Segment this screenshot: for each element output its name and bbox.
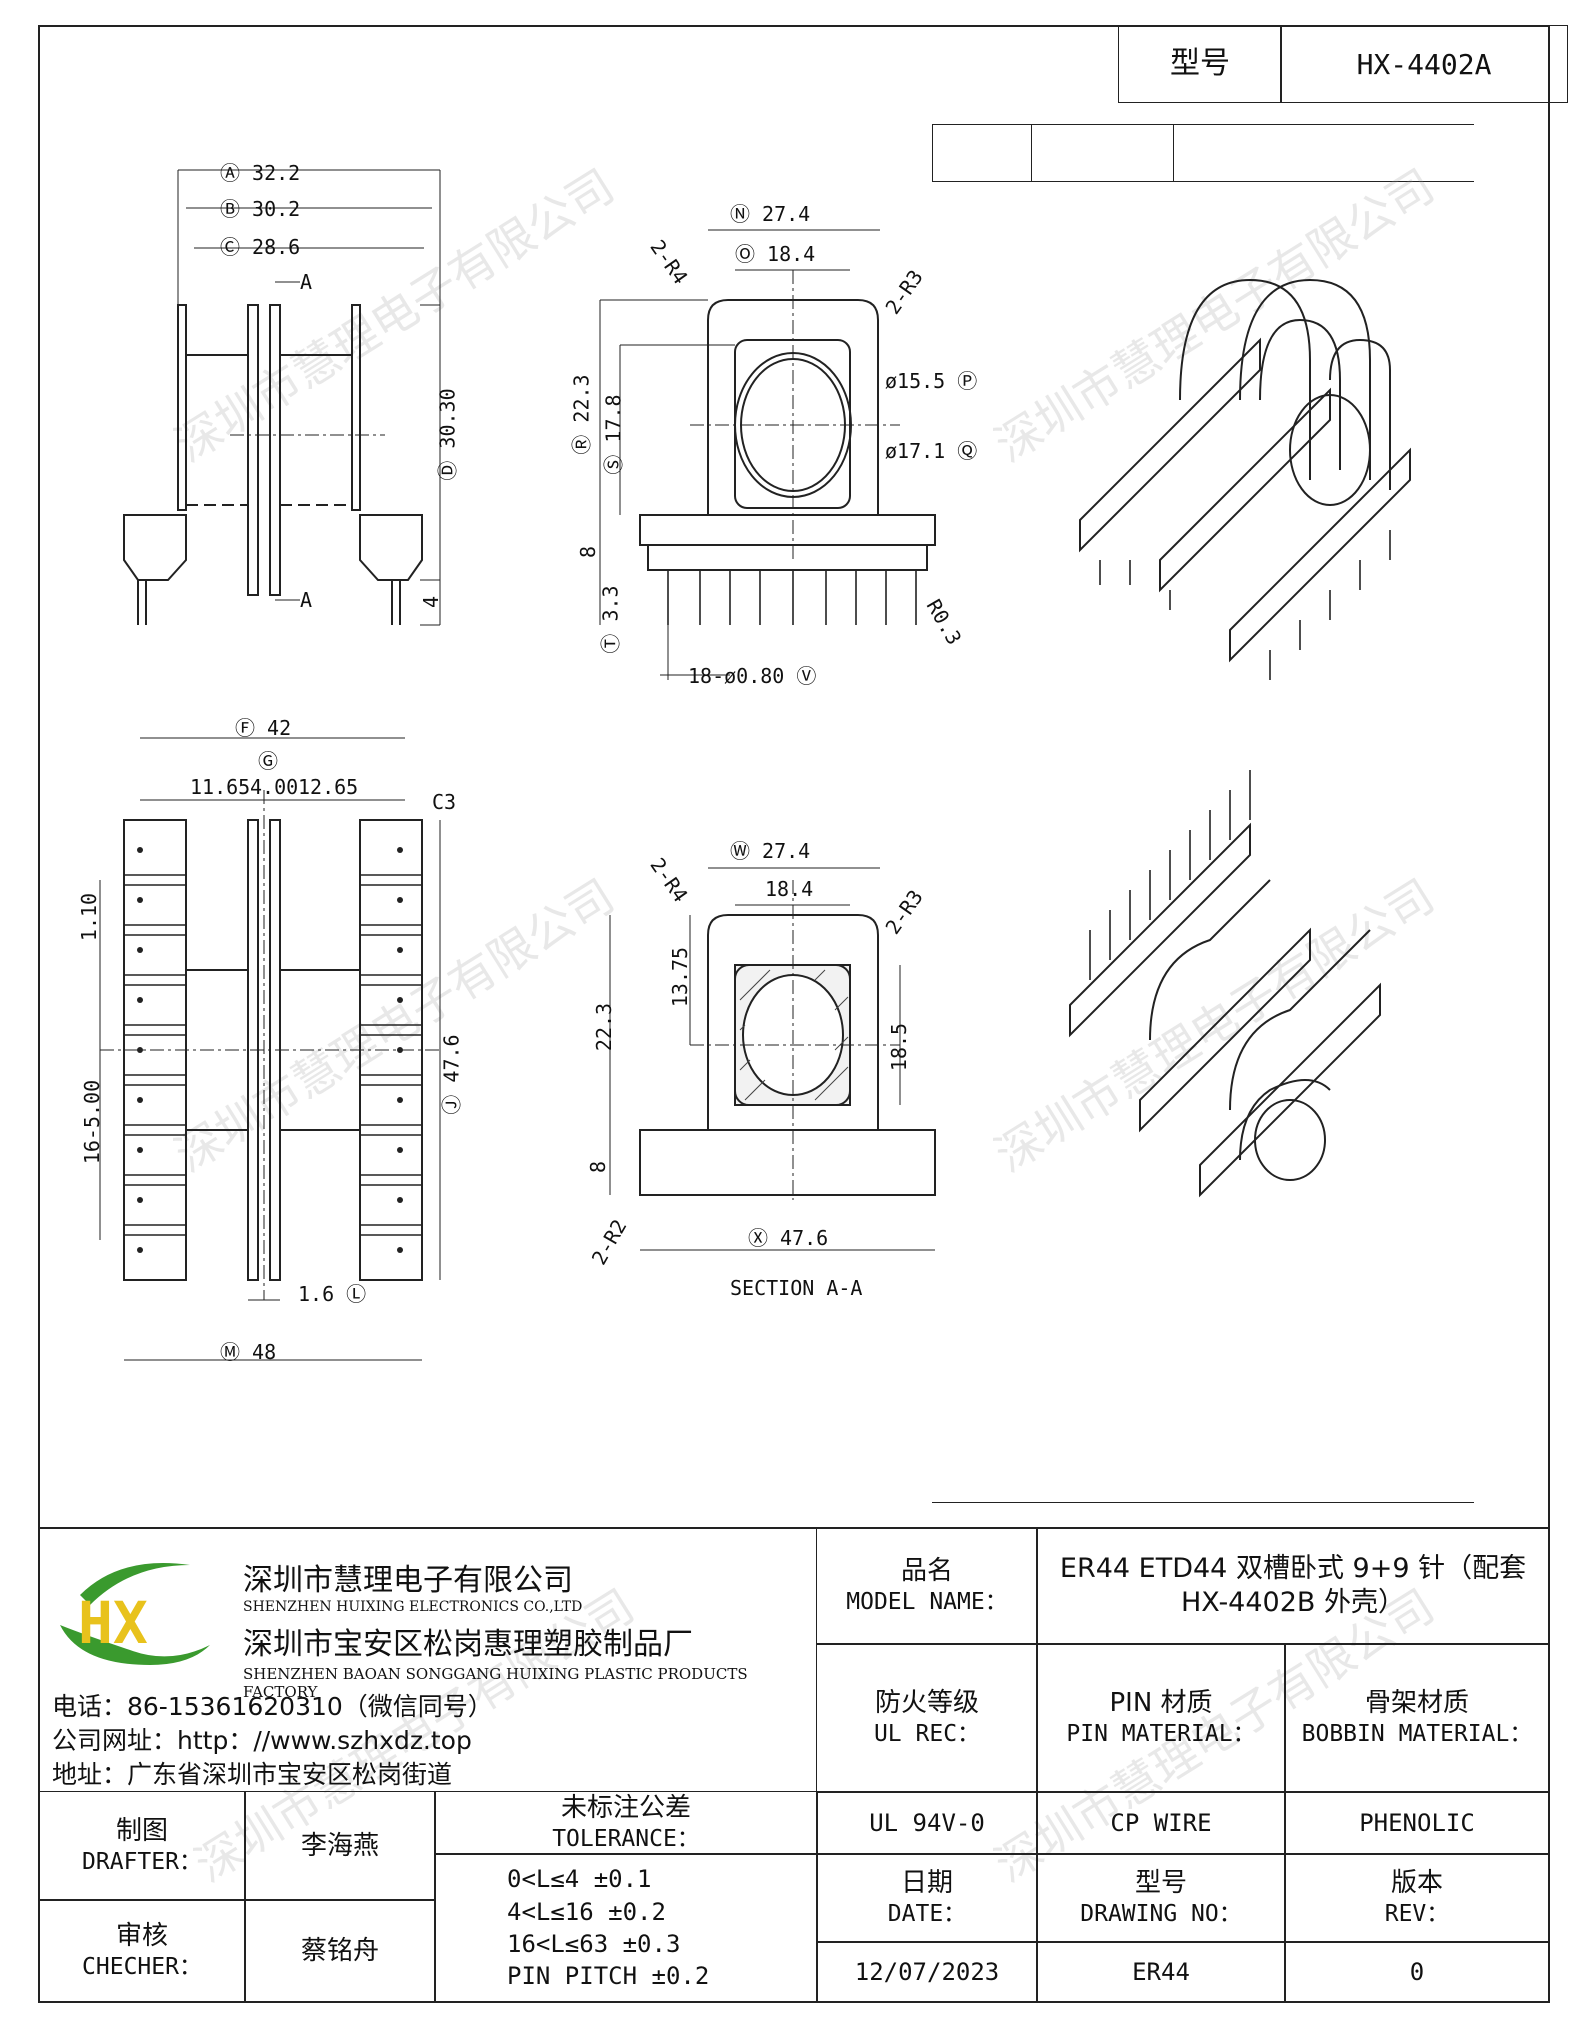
dim-label-inner: 18.4 bbox=[765, 877, 814, 901]
dim-label-s-base: 8 bbox=[586, 1160, 611, 1174]
company-logo: HX bbox=[60, 1563, 210, 1665]
dim-label-pitch-small: 1.10 bbox=[77, 892, 102, 942]
checker-name: 蔡铭舟 bbox=[244, 1899, 436, 2003]
dim-label-s: Ⓢ 17.8 bbox=[601, 394, 626, 475]
iso-view-1 bbox=[1079, 278, 1411, 680]
company-name-cn: 深圳市慧理电子有限公司 bbox=[243, 1563, 573, 1598]
dim-label-n: Ⓝ 27.4 bbox=[730, 202, 811, 226]
pin-material-value: CP WIRE bbox=[1036, 1791, 1286, 1855]
dim-label-g: 4.00 bbox=[250, 775, 299, 799]
front-view bbox=[599, 229, 936, 680]
dim-label-o: Ⓞ 18.4 bbox=[735, 242, 816, 266]
header-model-value: HX-4402A bbox=[1280, 25, 1568, 103]
dim-label-base-h: 8 bbox=[576, 545, 601, 559]
dim-label-h-mid: 13.75 bbox=[668, 946, 693, 1008]
company-panel: HX 深圳市慧理电子有限公司 SHENZHEN HUIXING ELECTRON… bbox=[38, 1527, 818, 1791]
ul-rec-value: UL 94V-0 bbox=[816, 1791, 1038, 1855]
tolerance-values: 0<L≤4 ±0.1 4<L≤16 ±0.2 16<L≤63 ±0.3 PIN … bbox=[434, 1853, 818, 2003]
dim-label-h: 11.65 bbox=[190, 775, 251, 799]
dim-label-g-mark: Ⓖ bbox=[258, 749, 278, 773]
dim-label-j: Ⓙ 47.6 bbox=[439, 1034, 464, 1115]
title-block bbox=[38, 1527, 1550, 2003]
tolerance-line: PIN PITCH ±0.2 bbox=[507, 1962, 710, 1991]
factory-name-en: SHENZHEN BAOAN SONGGANG HUIXING PLASTIC … bbox=[243, 1665, 748, 1701]
dim-label-pins: 18-ø0.80 Ⓥ bbox=[688, 664, 817, 688]
drafter-name: 李海燕 bbox=[244, 1791, 436, 1901]
dim-label-b: Ⓑ 30.2 bbox=[220, 197, 301, 221]
drawing-no-value: ER44 bbox=[1036, 1941, 1286, 2003]
top-view bbox=[123, 169, 441, 626]
dim-label-e: 4 bbox=[419, 595, 444, 609]
dim-label-l: 1.6 Ⓛ bbox=[298, 1282, 367, 1306]
rev-value: 0 bbox=[1284, 1941, 1550, 2003]
dim-label-f: Ⓕ 42 bbox=[235, 716, 292, 740]
website: 公司网址：http：//www.szhxdz.top bbox=[52, 1726, 472, 1755]
dim-label-r: Ⓡ 22.3 bbox=[569, 374, 594, 455]
dim-label-h-total: 22.3 bbox=[592, 1002, 617, 1052]
company-name-en: SHENZHEN HUIXING ELECTRONICS CO.,LTD bbox=[243, 1599, 583, 1615]
dim-label-w: Ⓦ 27.4 bbox=[730, 839, 811, 863]
dim-label-m: Ⓜ 48 bbox=[220, 1340, 277, 1364]
dim-label-q: ø17.1 Ⓠ bbox=[885, 439, 978, 463]
date-value: 12/07/2023 bbox=[816, 1941, 1038, 2003]
dim-label-t: Ⓣ 3.3 bbox=[598, 585, 623, 654]
phone: 电话：86-15361620310（微信同号） bbox=[52, 1692, 493, 1721]
dim-label-x: Ⓧ 47.6 bbox=[748, 1226, 829, 1250]
dim-label-pitch: 16-5.00 bbox=[80, 1079, 105, 1165]
address: 地址：广东省深圳市宝安区松岗街道 bbox=[52, 1760, 453, 1789]
dim-label-a: Ⓐ 32.2 bbox=[220, 161, 301, 185]
drawing-divider bbox=[932, 1502, 1474, 1503]
dim-label-d: Ⓓ 30.30 bbox=[435, 388, 460, 481]
section-caption: SECTION A-A bbox=[730, 1276, 863, 1300]
bobbin-material-value: PHENOLIC bbox=[1284, 1791, 1550, 1855]
factory-name-cn: 深圳市宝安区松岗惠理塑胶制品厂 bbox=[243, 1627, 693, 1662]
technical-drawing bbox=[99, 169, 1411, 1361]
tolerance-line: 0<L≤4 ±0.1 bbox=[507, 1865, 652, 1894]
dim-label-c3: C3 bbox=[432, 790, 457, 814]
section-mark-top: A bbox=[300, 270, 313, 294]
header-model-label: 型号 bbox=[1118, 25, 1282, 103]
section-view bbox=[609, 867, 936, 1251]
svg-text:HX: HX bbox=[78, 1589, 148, 1657]
revision-table bbox=[932, 124, 1474, 182]
section-mark-bottom: A bbox=[300, 588, 313, 612]
dim-label-c: Ⓒ 28.6 bbox=[220, 235, 301, 259]
iso-view-2 bbox=[1069, 770, 1381, 1198]
bottom-view bbox=[99, 737, 441, 1361]
dim-label-i: 12.65 bbox=[298, 775, 359, 799]
dim-label-core-h: 18.5 bbox=[887, 1022, 912, 1072]
dim-label-p: ø15.5 Ⓟ bbox=[885, 369, 978, 393]
tolerance-line: 4<L≤16 ±0.2 bbox=[507, 1897, 666, 1926]
tolerance-line: 16<L≤63 ±0.3 bbox=[507, 1930, 681, 1958]
